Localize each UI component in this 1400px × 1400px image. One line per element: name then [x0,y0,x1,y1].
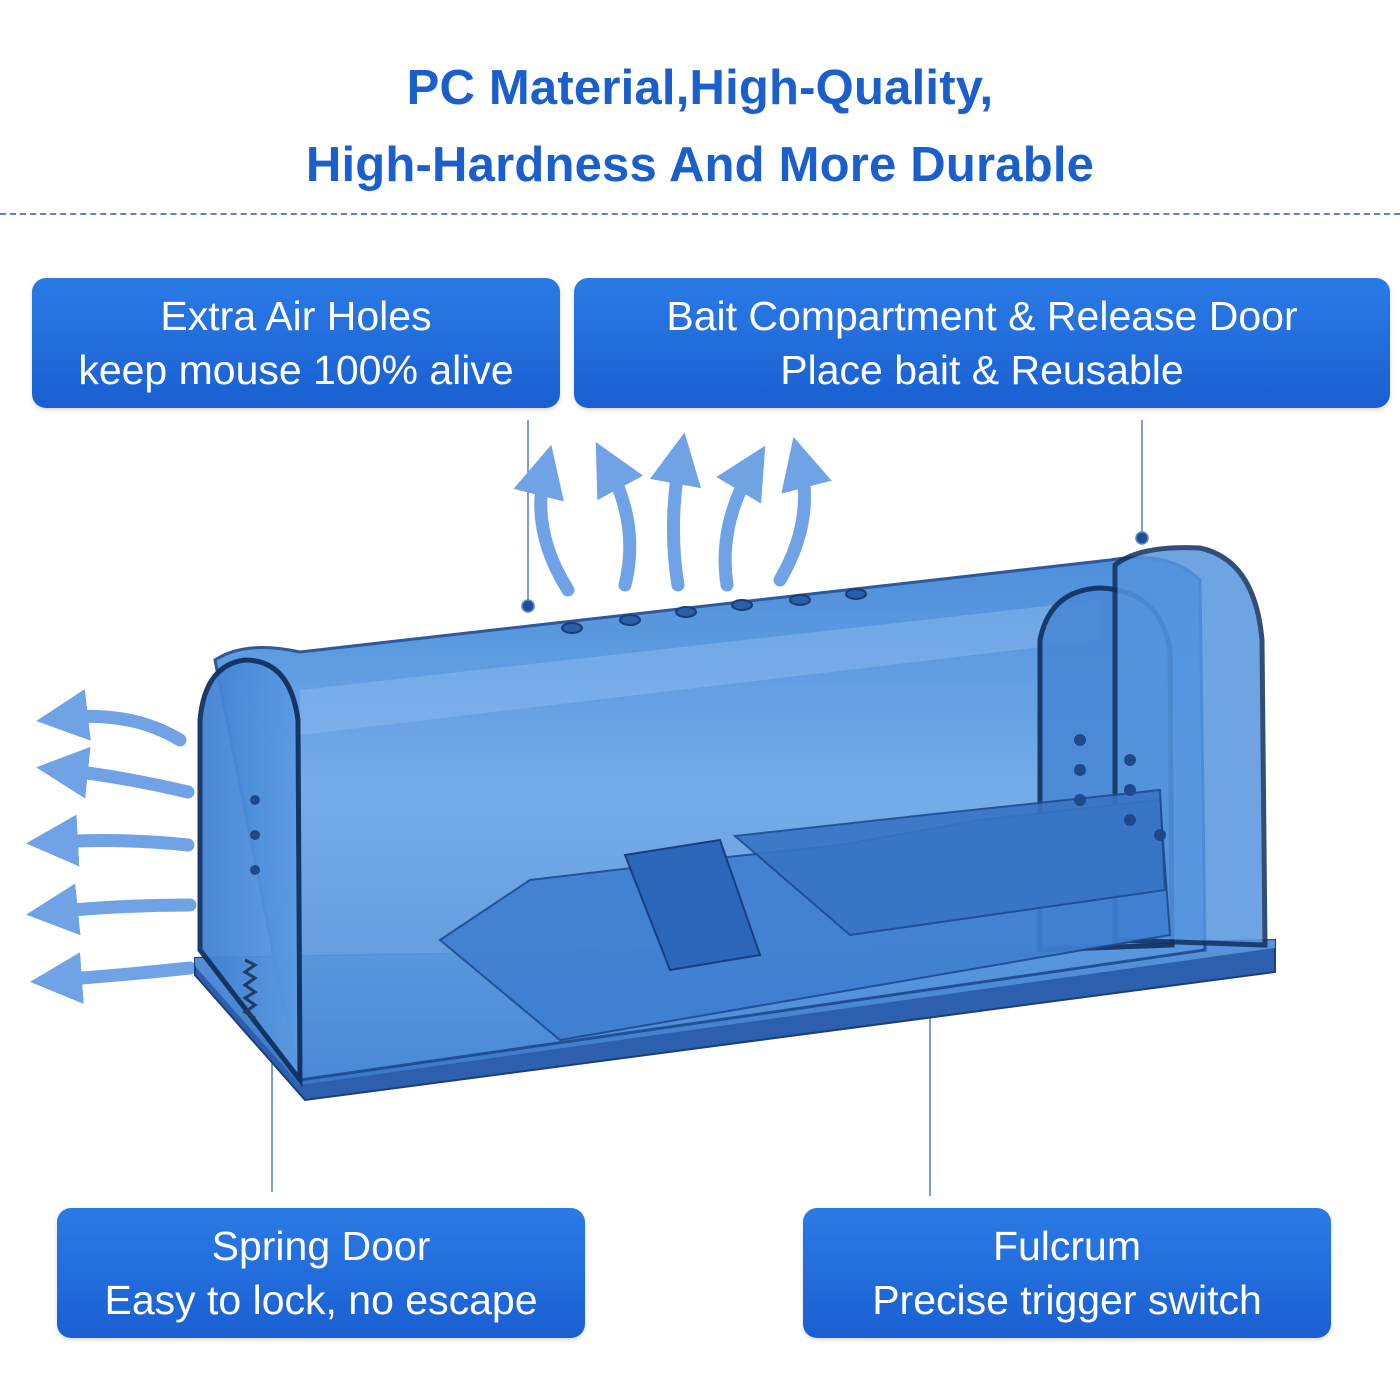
headline-line-2: High-Hardness And More Durable [305,138,1095,192]
air-arrow-5 [773,436,832,587]
air-arrow-4 [716,445,766,592]
air-arrow-9 [26,883,197,936]
callout-spring-door-desc: Easy to lock, no escape [104,1277,538,1323]
air-arrow-1 [513,444,575,597]
air-arrow-8 [26,814,195,867]
callout-air-holes-title: Extra Air Holes [160,293,432,339]
air-arrow-10 [30,952,197,1005]
air-flow-arrows-left [26,689,197,1005]
callout-fulcrum-title: Fulcrum [992,1223,1142,1269]
air-arrow-3 [649,432,702,592]
callout-spring-door-title: Spring Door [211,1223,431,1269]
callout-bait-compartment: Bait Compartment & Release Door Place ba… [574,278,1390,408]
callout-air-holes: Extra Air Holes keep mouse 100% alive [32,278,560,408]
leader-dot-bait [1135,531,1149,545]
callout-bait-title: Bait Compartment & Release Door [666,293,1298,339]
air-arrow-2 [595,442,644,592]
air-arrow-6 [36,689,187,747]
air-arrow-7 [36,746,195,799]
trap-body [194,545,1276,1102]
callout-bait-desc: Place bait & Reusable [780,347,1184,393]
callout-air-holes-desc: keep mouse 100% alive [78,347,514,393]
air-flow-arrows-top [513,432,832,597]
callout-fulcrum-desc: Precise trigger switch [872,1277,1262,1323]
dashed-divider [0,213,1400,215]
headline-line-1: PC Material,High-Quality, [406,61,994,115]
leader-dot-air-holes [521,599,535,613]
callout-spring-door: Spring Door Easy to lock, no escape [57,1208,585,1338]
callout-fulcrum: Fulcrum Precise trigger switch [803,1208,1331,1338]
